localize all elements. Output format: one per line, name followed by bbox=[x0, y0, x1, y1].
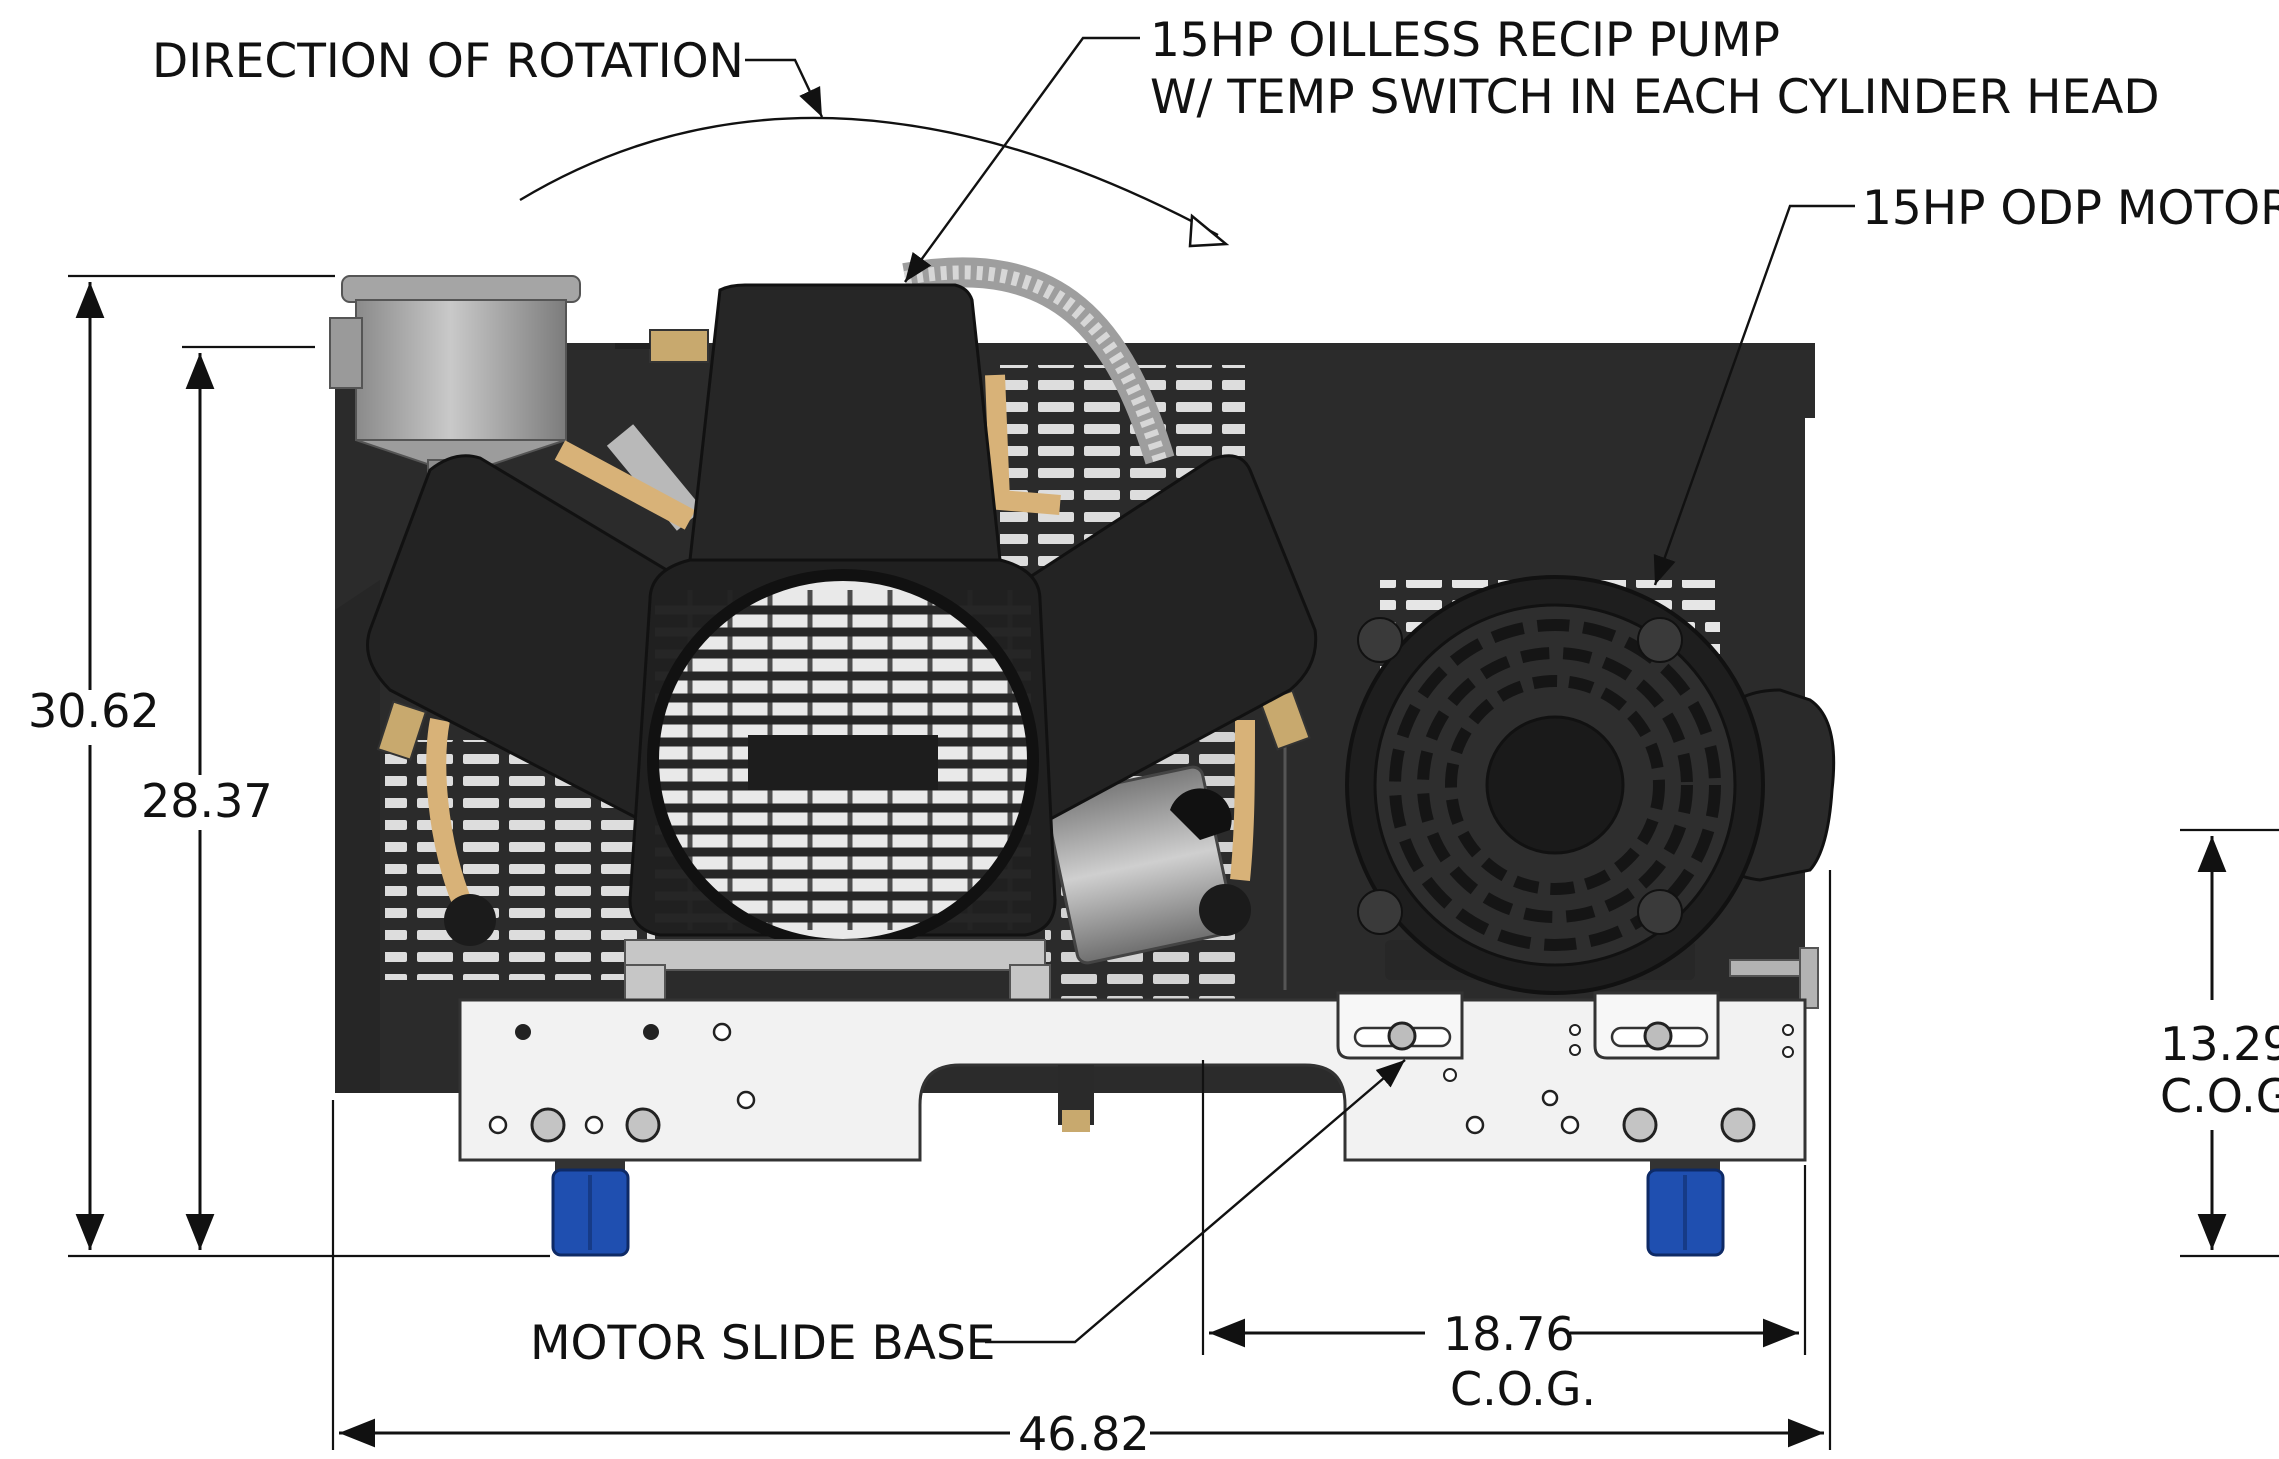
pump-callout-line2: W/ TEMP SWITCH IN EACH CYLINDER HEAD bbox=[1150, 70, 2160, 125]
dim-overall-width: 46.82 bbox=[1018, 1407, 1150, 1459]
motor-slide-base bbox=[1336, 991, 1720, 1060]
callout-leaders bbox=[519, 36, 1855, 1344]
motor-callout: 15HP ODP MOTOR bbox=[1862, 181, 2279, 236]
dim-pump-height: 28.37 bbox=[141, 774, 273, 828]
aftercooler bbox=[1044, 765, 1236, 965]
slide-base-callout: MOTOR SLIDE BASE bbox=[530, 1316, 995, 1371]
rotation-callout: DIRECTION OF ROTATION bbox=[152, 34, 744, 89]
dim-cog-horizontal: 18.76 bbox=[1443, 1307, 1575, 1361]
dim-cog-horizontal-label: C.O.G. bbox=[1450, 1362, 1596, 1416]
dim-overall-height: 30.62 bbox=[28, 684, 160, 738]
oilless-pump bbox=[366, 283, 1318, 1001]
vibration-isolators bbox=[551, 1160, 1725, 1257]
base-frame bbox=[458, 998, 1807, 1162]
dimension-lines bbox=[68, 274, 2279, 1450]
pump-callout-line1: 15HP OILLESS RECIP PUMP bbox=[1150, 13, 1780, 68]
dim-cog-height-label: C.O.G. bbox=[2160, 1069, 2279, 1123]
odp-motor bbox=[1345, 575, 1836, 1009]
pump-piping bbox=[376, 257, 1311, 925]
dim-cog-height: 13.29 bbox=[2160, 1017, 2279, 1071]
